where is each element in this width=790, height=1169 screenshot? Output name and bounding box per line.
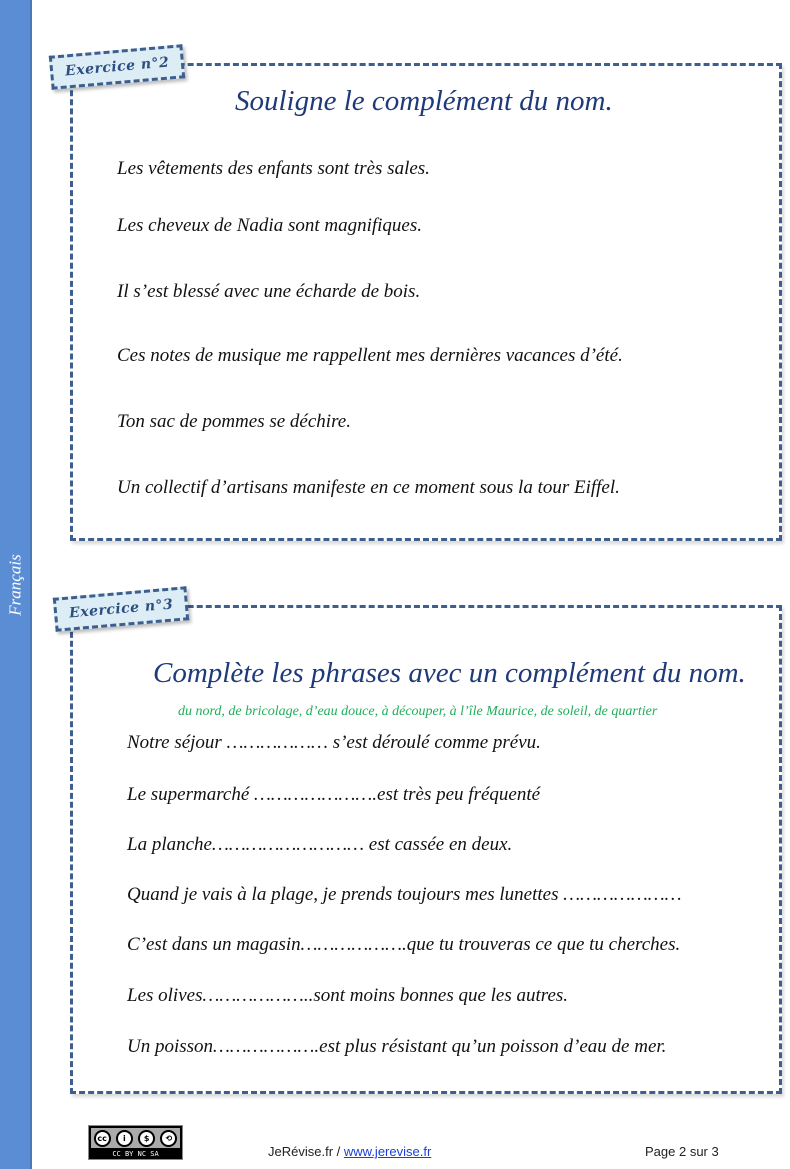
footer-site: JeRévise.fr / www.jerevise.fr [268, 1144, 431, 1159]
exercise-3-box [70, 605, 782, 1094]
exercise-2-box [70, 63, 782, 541]
sentence: Ces notes de musique me rappellent mes d… [117, 345, 623, 366]
by-icon: i [115, 1129, 133, 1147]
cc-icon: cc [93, 1129, 111, 1147]
sentence: Le supermarché ………………….est très peu fréq… [127, 784, 541, 805]
sentence: Les vêtements des enfants sont très sale… [117, 158, 430, 179]
sentence: Quand je vais à la plage, je prends touj… [127, 884, 682, 905]
site-link[interactable]: www.jerevise.fr [343, 1144, 432, 1159]
word-bank: du nord, de bricolage, d’eau douce, à dé… [178, 704, 658, 719]
exercise-3-title: Complète les phrases avec un complément … [153, 657, 746, 689]
nc-icon: $ [138, 1129, 156, 1147]
sa-icon: ⟲ [160, 1129, 178, 1147]
subject-label: Français [5, 554, 25, 616]
sentence: Ton sac de pommes se déchire. [117, 411, 351, 432]
license-text: CC BY NC SA [112, 1150, 159, 1158]
subject-sidebar: Français [0, 0, 32, 1169]
sentence: Il s’est blessé avec une écharde de bois… [117, 281, 421, 302]
sentence: La planche……………………… est cassée en deux. [127, 834, 513, 855]
sentence: Un poisson……………….est plus résistant qu’u… [127, 1036, 667, 1057]
sentence: Notre séjour ……………… s’est déroulé comme … [127, 732, 541, 753]
cc-license-logo: cc i $ ⟲ CC BY NC SA [88, 1125, 183, 1160]
sentence: C’est dans un magasin……………….que tu trouv… [127, 934, 681, 955]
sentence: Les olives………………..sont moins bonnes que … [127, 985, 569, 1006]
sentence: Les cheveux de Nadia sont magnifiques. [117, 215, 423, 236]
exercise-2-title: Souligne le complément du nom. [235, 85, 613, 117]
page-number: Page 2 sur 3 [645, 1144, 719, 1159]
site-name: JeRévise.fr / [268, 1144, 341, 1159]
sentence: Un collectif d’artisans manifeste en ce … [117, 477, 620, 498]
